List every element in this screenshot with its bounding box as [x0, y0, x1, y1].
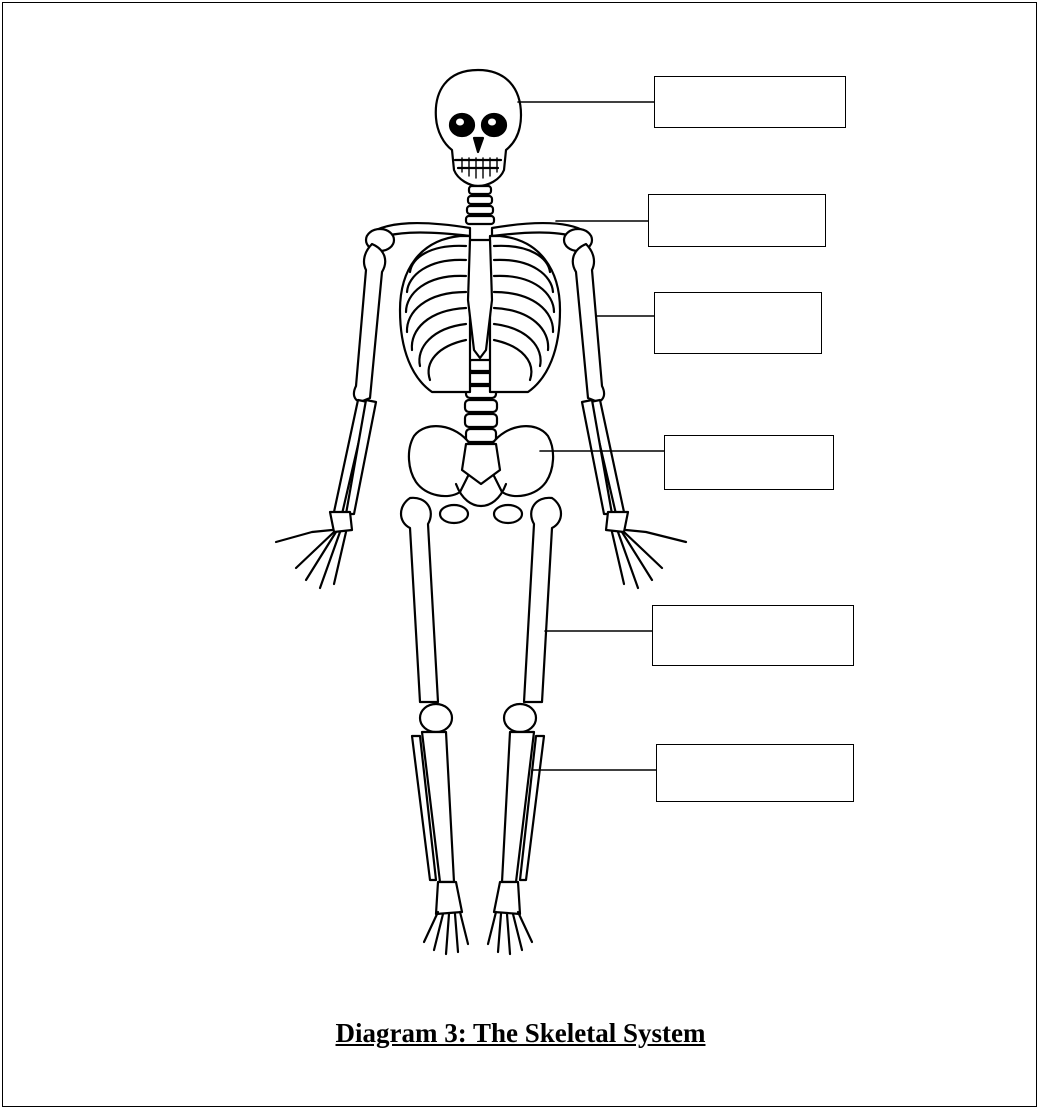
label-box-humerus[interactable] [654, 292, 822, 354]
label-box-tibia[interactable] [656, 744, 854, 802]
label-box-femur[interactable] [652, 605, 854, 666]
right-leg [488, 498, 561, 954]
left-arm [276, 244, 385, 588]
skull [436, 70, 521, 186]
label-box-skull[interactable] [654, 76, 846, 128]
left-leg [401, 498, 468, 954]
label-box-clavicle[interactable] [648, 194, 826, 247]
diagram-caption: Diagram 3: The Skeletal System [0, 1018, 1041, 1049]
label-box-pelvis[interactable] [664, 435, 834, 490]
